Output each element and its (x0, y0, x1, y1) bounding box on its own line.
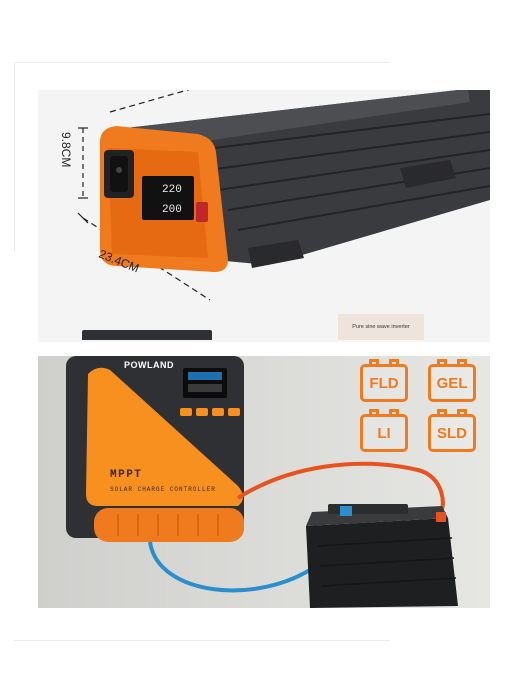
controller-button-2 (196, 408, 208, 416)
power-switch (196, 202, 208, 222)
frame-line-left (14, 62, 15, 252)
battery-mode-sld: SLD (428, 409, 476, 452)
mounting-foot-1 (248, 240, 304, 268)
inverter-caption: Pure sine wave inverter (338, 314, 424, 340)
battery-mode-fld: FLD (360, 359, 408, 402)
mounting-foot-2 (400, 160, 456, 188)
controller-button-1 (180, 408, 192, 416)
lcd-text-bottom: 200 (162, 204, 182, 216)
controller-photo: POWLAND MPPT SOLAR CHARGE CONTROLLER FLD… (38, 356, 490, 608)
frame-line-bottom (14, 640, 390, 641)
controller-button-3 (212, 408, 224, 416)
dimension-line-top (109, 90, 190, 113)
controller-terminal-cover (94, 508, 244, 542)
controller-face (86, 367, 243, 506)
controller-illustration (38, 356, 490, 608)
battery-negative-terminal (340, 506, 352, 516)
height-dimension-label: 9.8CM (59, 132, 73, 168)
inverter-illustration: 220 200 (77, 90, 490, 301)
inverter-photo: 220 200 1200W 9.8CM 23.4CM Pure sine wav… (38, 90, 490, 342)
red-cable (236, 461, 445, 520)
controller-subtitle: SOLAR CHARGE CONTROLLER (110, 486, 216, 493)
divider-bar (82, 330, 212, 340)
lcd-text-top: 220 (162, 184, 182, 196)
controller-title: MPPT (110, 469, 143, 481)
controller-button-4 (228, 408, 240, 416)
battery-positive-terminal (436, 512, 446, 522)
frame-line-top (14, 62, 390, 63)
battery-mode-li: LI (360, 409, 408, 452)
battery-mode-gel: GEL (428, 359, 476, 402)
controller-brand: POWLAND (124, 360, 174, 370)
inverter-lcd (142, 176, 194, 220)
